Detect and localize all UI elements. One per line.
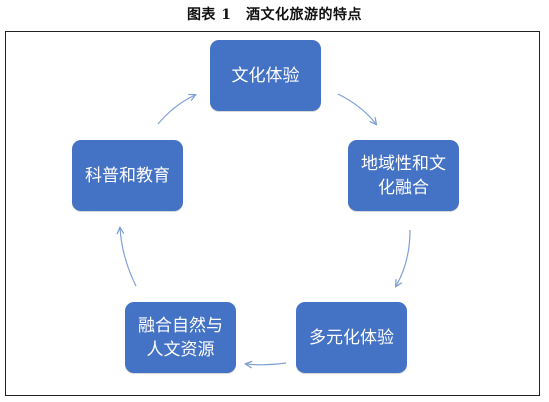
arrow-regional-to-diverse — [396, 229, 411, 286]
node-label: 文化体验 — [231, 65, 300, 86]
node-diverse-experience: 多元化体验 — [296, 302, 407, 373]
arrow-nature-to-science — [120, 228, 137, 287]
arrow-diverse-to-nature — [246, 363, 287, 365]
node-culture-experience: 文化体验 — [210, 40, 321, 111]
node-label: 融合自然与人文资源 — [138, 315, 223, 360]
node-regional-integration: 地域性和文化融合 — [348, 140, 459, 211]
node-science-education: 科普和教育 — [72, 140, 183, 211]
arrow-culture-to-regional — [337, 93, 376, 124]
node-label: 多元化体验 — [309, 327, 394, 348]
arrow-science-to-culture — [157, 95, 195, 125]
diagram-frame — [5, 31, 540, 396]
figure-title: 图表 1 酒文化旅游的特点 — [186, 7, 363, 23]
node-nature-humanities: 融合自然与人文资源 — [125, 302, 236, 373]
node-label: 地域性和文化融合 — [361, 153, 446, 198]
node-label: 科普和教育 — [85, 165, 170, 186]
